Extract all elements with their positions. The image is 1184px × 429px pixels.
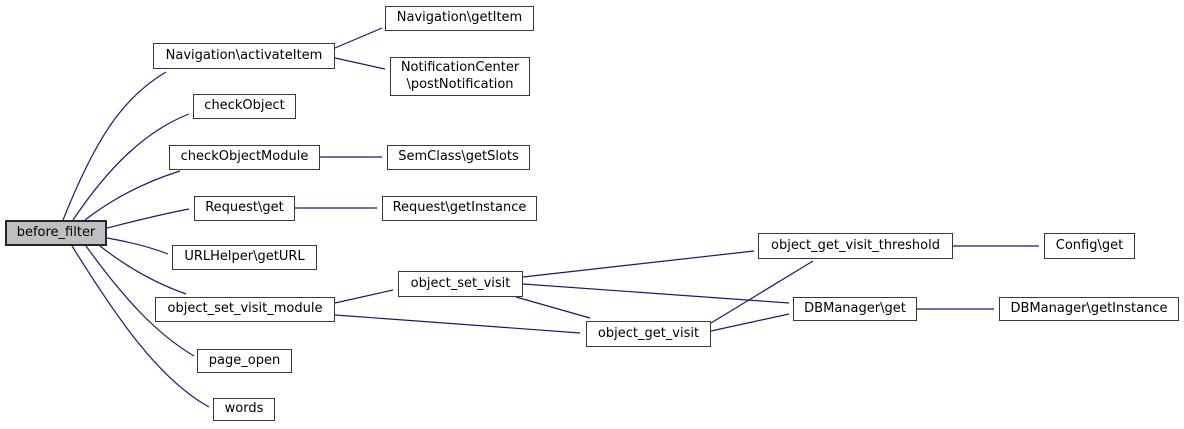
graph-node-before_filter: before_filter (5, 220, 107, 246)
graph-node-object_set_visit[interactable]: object_set_visit (398, 271, 523, 297)
graph-node-label: words (224, 401, 264, 417)
edge-group (62, 27, 1039, 408)
graph-node-label: object_set_visit_module (167, 301, 323, 317)
graph-node-nav_getitem[interactable]: Navigation\getItem (385, 6, 534, 31)
graph-node-label: checkObjectModule (180, 149, 309, 165)
edge-before_filter-to-checkobjectmodule (84, 170, 181, 221)
graph-node-label: \postNotification (406, 76, 514, 92)
edge-object_get_visit-to-dbmanager_get (710, 313, 790, 332)
graph-node-object_get_visit[interactable]: object_get_visit (586, 321, 711, 347)
graph-node-request_get[interactable]: Request\get (194, 196, 295, 221)
graph-node-label: URLHelper\getURL (184, 249, 305, 265)
graph-node-label: Config\get (1055, 237, 1124, 253)
graph-node-label: object_get_visit (597, 325, 700, 341)
edge-before_filter-to-checkobject (72, 113, 190, 221)
graph-node-label: Navigation\activateItem (165, 47, 323, 63)
graph-node-semclass_getslots[interactable]: SemClass\getSlots (387, 145, 530, 170)
edge-nav_activateitem-to-notificationcenter_post (334, 57, 386, 70)
graph-node-object_set_visit_module[interactable]: object_set_visit_module (155, 297, 335, 322)
graph-node-urlhelper_geturl[interactable]: URLHelper\getURL (172, 245, 317, 270)
graph-node-label: checkObject (204, 98, 285, 114)
graph-node-checkobjectmodule[interactable]: checkObjectModule (169, 145, 320, 170)
graph-node-nav_activateitem[interactable]: Navigation\activateItem (153, 43, 335, 69)
edge-nav_activateitem-to-nav_getitem (334, 27, 383, 49)
graph-node-config_get[interactable]: Config\get (1044, 233, 1135, 259)
graph-node-page_open[interactable]: page_open (197, 349, 292, 373)
edge-before_filter-to-words (71, 245, 210, 408)
edge-before_filter-to-urlhelper_geturl (106, 237, 169, 255)
edge-object_set_visit-to-object_get_visit_threshold (522, 250, 755, 278)
edge-object_set_visit-to-object_get_visit (515, 296, 591, 319)
graph-node-label: NotificationCenter (400, 59, 520, 75)
graph-node-label: DBManager\get (804, 300, 906, 316)
graph-node-label: SemClass\getSlots (398, 149, 519, 165)
graph-node-words[interactable]: words (213, 398, 275, 421)
edge-object_set_visit-to-dbmanager_get (522, 283, 790, 304)
graph-node-label: object_get_visit_threshold (771, 237, 940, 253)
graph-node-object_get_visit_threshold[interactable]: object_get_visit_threshold (758, 233, 953, 259)
graph-node-label: page_open (208, 352, 281, 368)
graph-node-label: DBManager\getInstance (1010, 300, 1168, 316)
edge-object_get_visit-to-object_get_visit_threshold (710, 260, 814, 324)
edge-before_filter-to-nav_activateitem (62, 71, 167, 221)
graph-node-label: Navigation\getItem (396, 10, 523, 26)
graph-node-notificationcenter_post[interactable]: NotificationCenter\postNotification (390, 57, 530, 96)
graph-node-label: Request\getInstance (392, 200, 527, 216)
edge-before_filter-to-request_get (106, 208, 190, 229)
edge-before_filter-to-object_set_visit_module (99, 245, 187, 295)
edge-before_filter-to-page_open (85, 245, 195, 357)
graph-node-dbmanager_getinstance[interactable]: DBManager\getInstance (999, 297, 1179, 321)
graph-node-label: before_filter (16, 224, 96, 240)
edge-object_set_visit_module-to-object_get_visit (334, 314, 581, 334)
graph-node-dbmanager_get[interactable]: DBManager\get (793, 297, 917, 321)
graph-node-checkobject[interactable]: checkObject (193, 94, 296, 119)
edge-object_set_visit_module-to-object_set_visit (334, 289, 394, 304)
graph-node-label: Request\get (205, 200, 284, 216)
graph-node-request_getinstance[interactable]: Request\getInstance (382, 196, 537, 221)
graph-node-label: object_set_visit (410, 275, 511, 291)
